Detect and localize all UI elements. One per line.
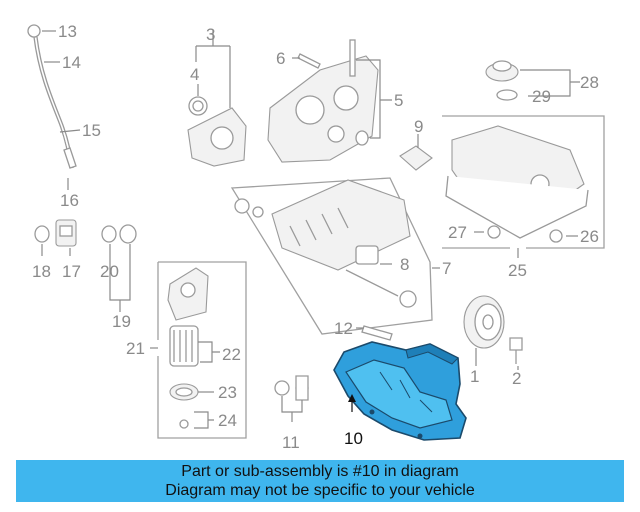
label-plate-part (399, 134, 433, 171)
callout-28: 28 (580, 73, 599, 92)
pulley-parts (463, 295, 523, 370)
valve-cover-parts (442, 60, 605, 258)
callout-26: 26 (580, 227, 599, 246)
callout-20: 20 (100, 262, 119, 281)
callout-12: 12 (334, 319, 353, 338)
banner-line-1: Part or sub-assembly is #10 in diagram (181, 463, 459, 480)
callout-6: 6 (276, 49, 285, 68)
callout-25: 25 (508, 261, 527, 280)
callout-13: 13 (58, 22, 77, 41)
callout-8: 8 (400, 255, 409, 274)
callout-3: 3 (206, 25, 215, 44)
timing-cover-parts (187, 30, 392, 167)
oil-filter-parts (150, 261, 247, 439)
oil-pan-highlighted (333, 341, 467, 441)
callout-15: 15 (82, 121, 101, 140)
callout-23: 23 (218, 383, 237, 402)
intake-manifold-parts (230, 177, 440, 335)
callout-1: 1 (470, 367, 479, 386)
bolt-part-12 (356, 325, 393, 341)
callout-16: 16 (60, 191, 79, 210)
callout-4: 4 (190, 65, 199, 84)
callout-24: 24 (218, 411, 237, 430)
callout-9: 9 (414, 117, 423, 136)
disclaimer-banner: Part or sub-assembly is #10 in diagram D… (16, 460, 624, 502)
callout-21: 21 (126, 339, 145, 358)
banner-line-2: Diagram may not be specific to your vehi… (165, 482, 475, 499)
callout-7: 7 (442, 259, 451, 278)
callout-19: 19 (112, 312, 131, 331)
callout-5: 5 (394, 91, 403, 110)
callout-10: 10 (344, 429, 363, 448)
callout-14: 14 (62, 53, 81, 72)
sensor-part-11 (274, 375, 309, 422)
callout-18: 18 (32, 262, 51, 281)
callout-22: 22 (222, 345, 241, 364)
callout-29: 29 (532, 87, 551, 106)
callout-17: 17 (62, 262, 81, 281)
sensor-parts (34, 219, 137, 312)
dipstick-assembly (27, 24, 81, 190)
callout-11: 11 (282, 433, 300, 452)
callout-2: 2 (512, 369, 521, 388)
callout-27: 27 (448, 223, 467, 242)
